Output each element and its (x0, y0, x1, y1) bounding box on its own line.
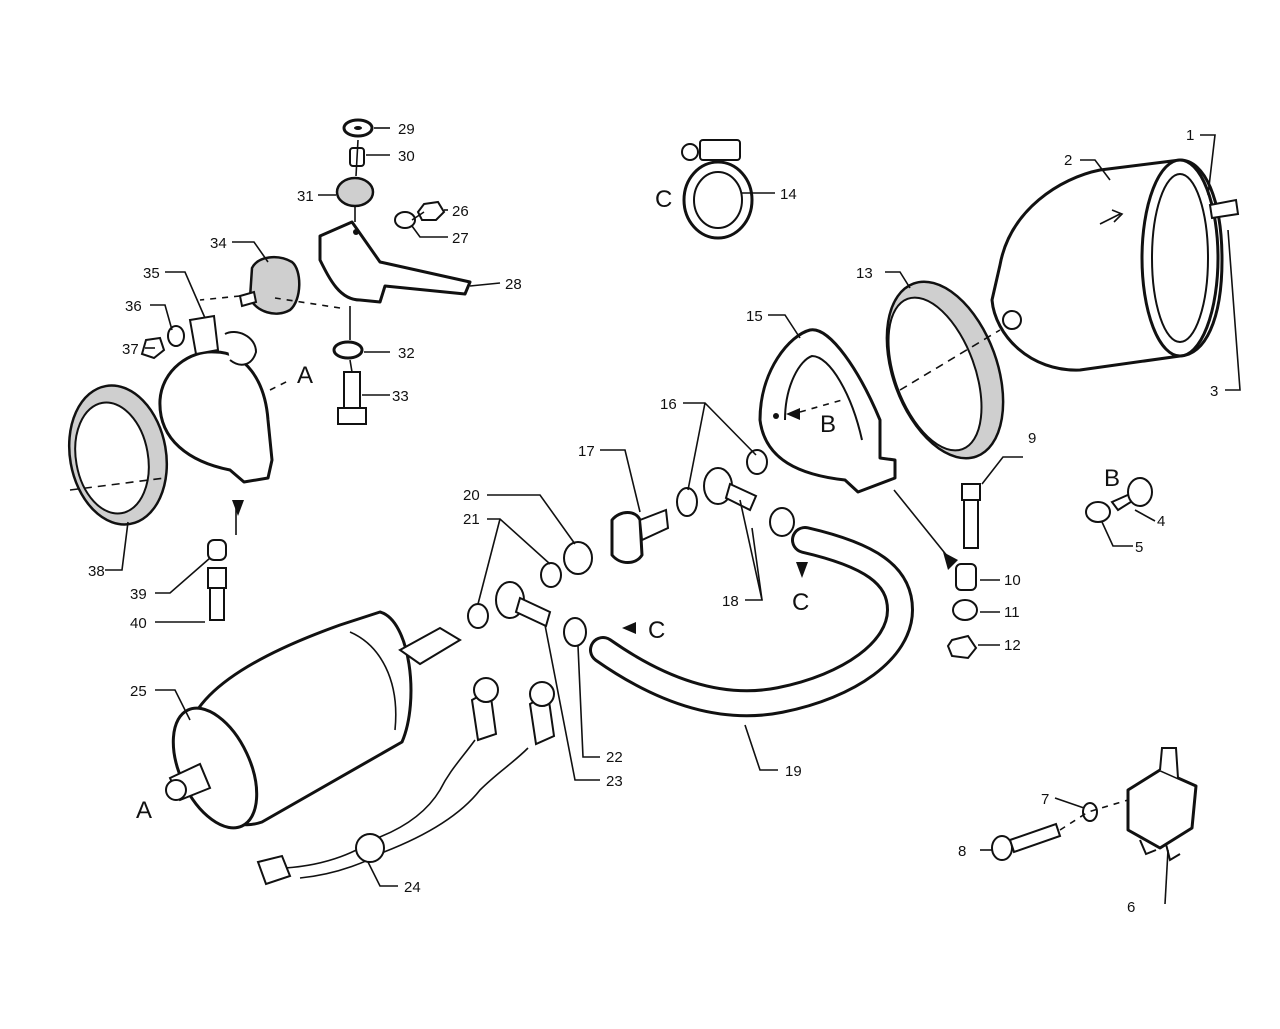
label-part-29: 29 (398, 121, 415, 138)
label-part-18: 18 (722, 593, 739, 610)
part-washer-11 (952, 599, 978, 621)
label-part-30: 30 (398, 148, 415, 165)
part-fuel-filter-canister (990, 158, 1240, 372)
part-left-clamp-35 (158, 314, 274, 484)
part-rubber-mount-34 (238, 255, 301, 315)
ref-letter-c-clip: C (655, 186, 672, 213)
label-part-1: 1 (1186, 127, 1194, 144)
label-part-33: 33 (392, 388, 409, 405)
label-part-17: 17 (578, 443, 595, 460)
reference-letter-labels: A A B B C C C (136, 186, 1120, 824)
label-part-11: 11 (1004, 604, 1020, 621)
part-screw-8 (991, 822, 1062, 861)
label-part-4: 4 (1157, 513, 1165, 530)
part-washer-29 (342, 118, 374, 138)
part-insulator-sleeve-13 (885, 280, 1005, 460)
label-part-6: 6 (1127, 899, 1135, 916)
part-washer-5 (1085, 501, 1111, 523)
part-banjo-bolt-17 (610, 508, 670, 564)
label-part-2: 2 (1064, 152, 1072, 169)
part-washer-21b (467, 603, 489, 629)
part-nut-20 (563, 541, 593, 575)
part-number-labels: 1 2 3 4 5 6 7 8 9 10 11 12 13 14 15 16 1… (88, 121, 1218, 916)
label-part-21: 21 (463, 511, 480, 528)
label-part-34: 34 (210, 235, 227, 252)
label-part-24: 24 (404, 879, 421, 896)
part-washer-27 (394, 211, 416, 229)
part-hose-clip-ring (769, 507, 795, 537)
part-bolt-4 (1110, 477, 1153, 512)
label-part-38: 38 (88, 563, 105, 580)
label-part-3: 3 (1210, 383, 1218, 400)
ref-letter-c-hose-upper: C (792, 589, 809, 616)
label-part-10: 10 (1004, 572, 1021, 589)
part-nut-12 (946, 634, 978, 660)
label-part-14: 14 (780, 186, 797, 203)
label-part-13: 13 (856, 265, 873, 282)
part-washer-16b (746, 449, 768, 475)
leader-lines (105, 127, 1241, 905)
label-part-15: 15 (746, 308, 763, 325)
part-spacer-39 (207, 539, 227, 561)
part-washer-21a (540, 562, 562, 588)
assembly-lines (69, 139, 1129, 831)
label-part-8: 8 (958, 843, 966, 860)
label-part-36: 36 (125, 298, 142, 315)
part-fuel-hose-19 (589, 526, 915, 718)
label-part-12: 12 (1004, 637, 1021, 654)
assembly-arrows (232, 408, 958, 634)
label-part-22: 22 (606, 749, 623, 766)
part-banjo-union-18 (703, 467, 758, 512)
label-part-40: 40 (130, 615, 147, 632)
label-part-31: 31 (297, 188, 314, 205)
ref-letter-a-clamp: A (297, 362, 313, 389)
part-bolt-40 (207, 567, 227, 621)
label-part-7: 7 (1041, 791, 1049, 808)
part-hose-clip-14 (681, 139, 754, 240)
label-part-37: 37 (122, 341, 139, 358)
part-relay-6 (1126, 747, 1198, 862)
label-part-23: 23 (606, 773, 623, 790)
ref-letter-b-clamp: B (820, 411, 836, 438)
part-nut-26 (416, 200, 446, 221)
part-washer-16a (676, 487, 698, 517)
label-part-26: 26 (452, 203, 469, 220)
part-grommet-31 (335, 176, 375, 208)
label-part-19: 19 (785, 763, 802, 780)
label-part-9: 9 (1028, 430, 1036, 447)
label-part-28: 28 (505, 276, 522, 293)
part-washer-36 (167, 325, 185, 347)
part-hose-clip-22 (563, 617, 587, 647)
ref-letter-a-pump: A (136, 797, 152, 824)
part-bolt-33 (337, 371, 367, 425)
label-part-5: 5 (1135, 539, 1143, 556)
label-part-20: 20 (463, 487, 480, 504)
label-part-35: 35 (143, 265, 160, 282)
ref-letter-b-bolt: B (1104, 465, 1120, 492)
part-union-23 (495, 581, 552, 628)
part-wire-harness-24 (256, 677, 556, 886)
part-washer-7 (1082, 802, 1098, 822)
part-fuel-pump-25 (165, 610, 462, 830)
part-bolt-9 (961, 483, 981, 549)
part-bracket-28 (318, 220, 472, 304)
part-left-insulator-38 (67, 384, 169, 526)
part-spacer-10 (955, 563, 977, 591)
ref-letter-c-hose-lower: C (648, 617, 665, 644)
label-part-32: 32 (398, 345, 415, 362)
label-part-25: 25 (130, 683, 147, 700)
part-filter-clamp-15 (758, 328, 897, 494)
label-part-16: 16 (660, 396, 677, 413)
label-part-39: 39 (130, 586, 147, 603)
label-part-27: 27 (452, 230, 469, 247)
part-washer-32 (332, 340, 364, 360)
